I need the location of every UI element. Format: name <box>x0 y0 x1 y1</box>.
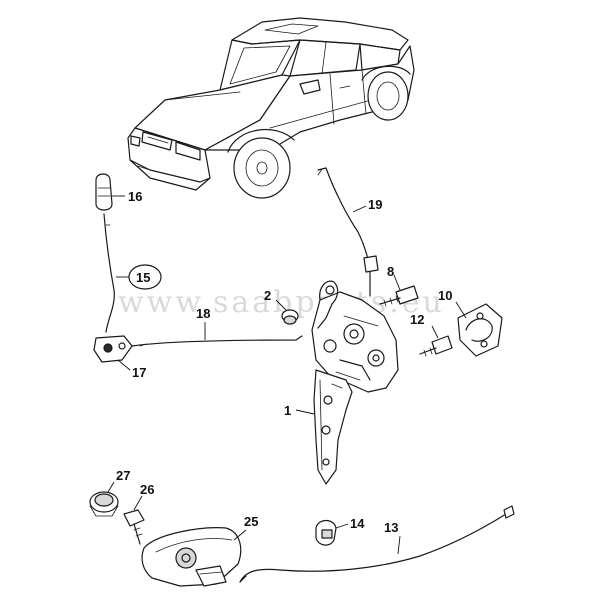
callout-2: 2 <box>264 288 271 303</box>
part-14-cable-clip <box>315 519 349 546</box>
callout-10: 10 <box>438 288 452 303</box>
part-15-release-rod <box>103 213 162 333</box>
part-16-cable-clip <box>95 173 125 211</box>
part-8-screw <box>379 274 419 307</box>
part-1-hood-lock <box>295 280 399 485</box>
callout-18: 18 <box>196 306 210 321</box>
callout-16: 16 <box>128 189 142 204</box>
callout-12: 12 <box>410 312 424 327</box>
callout-15: 15 <box>136 270 150 285</box>
callout-labels: 16 19 15 8 2 10 18 12 17 1 27 26 25 14 1… <box>116 189 452 535</box>
callout-26: 26 <box>140 482 154 497</box>
part-19-lock-rod <box>317 167 379 297</box>
part-18-link-rod <box>131 322 303 347</box>
callout-8: 8 <box>387 264 394 279</box>
callout-27: 27 <box>116 468 130 483</box>
watermark: www.saabparts.eu <box>118 285 445 320</box>
callout-14: 14 <box>350 516 365 531</box>
callout-19: 19 <box>368 197 382 212</box>
part-25-release-handle <box>141 527 247 587</box>
part-12-screw <box>419 325 453 357</box>
part-27-grommet <box>89 481 119 517</box>
callout-13: 13 <box>384 520 398 535</box>
part-10-striker <box>455 301 503 357</box>
part-2-grommet <box>275 299 299 325</box>
part-26-bolt <box>123 495 145 545</box>
part-13-release-cable <box>239 505 515 583</box>
car-illustration <box>127 17 415 199</box>
callout-1: 1 <box>284 403 291 418</box>
callout-17: 17 <box>132 365 146 380</box>
callout-25: 25 <box>244 514 258 529</box>
part-17-rod-bracket <box>93 335 133 371</box>
